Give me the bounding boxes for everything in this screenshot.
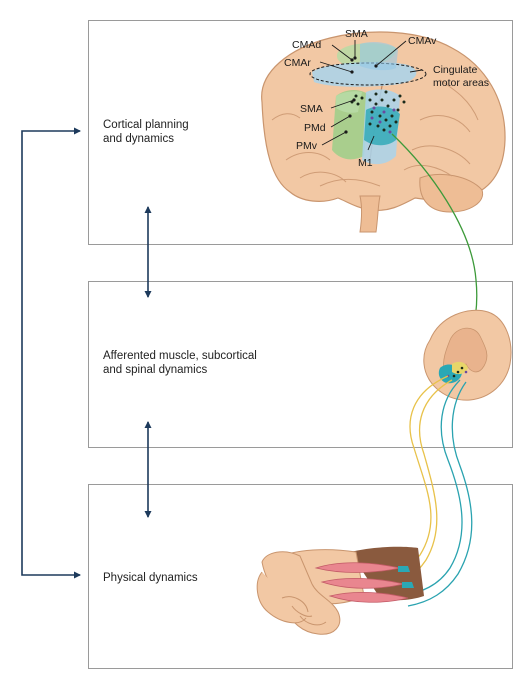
cmar-label: CMAr [284,57,311,69]
cortical-planning-label: Cortical planning and dynamics [103,119,189,145]
sma-side-label: SMA [300,103,323,115]
pmv-label: PMv [296,140,318,152]
feedback-loop-arrow [21,127,81,579]
spinal-cord-cross-section [423,309,512,401]
cmad-label: CMAd [292,39,321,51]
sma-top-label: SMA [345,28,368,40]
physical-dynamics-label: Physical dynamics [103,572,198,584]
cingulate-label-line1: Cingulate [433,64,478,76]
brain-illustration: SMA CMAd CMAv CMAr Cingulate motor areas… [261,28,506,233]
cmav-label: CMAv [408,35,437,47]
afferent-dynamics-label: Afferented muscle, subcortical and spina… [103,350,257,376]
m1-label: M1 [358,157,373,169]
cingulate-label-line2: motor areas [433,77,489,89]
hand-illustration [256,546,424,635]
pmd-label: PMd [304,122,326,134]
